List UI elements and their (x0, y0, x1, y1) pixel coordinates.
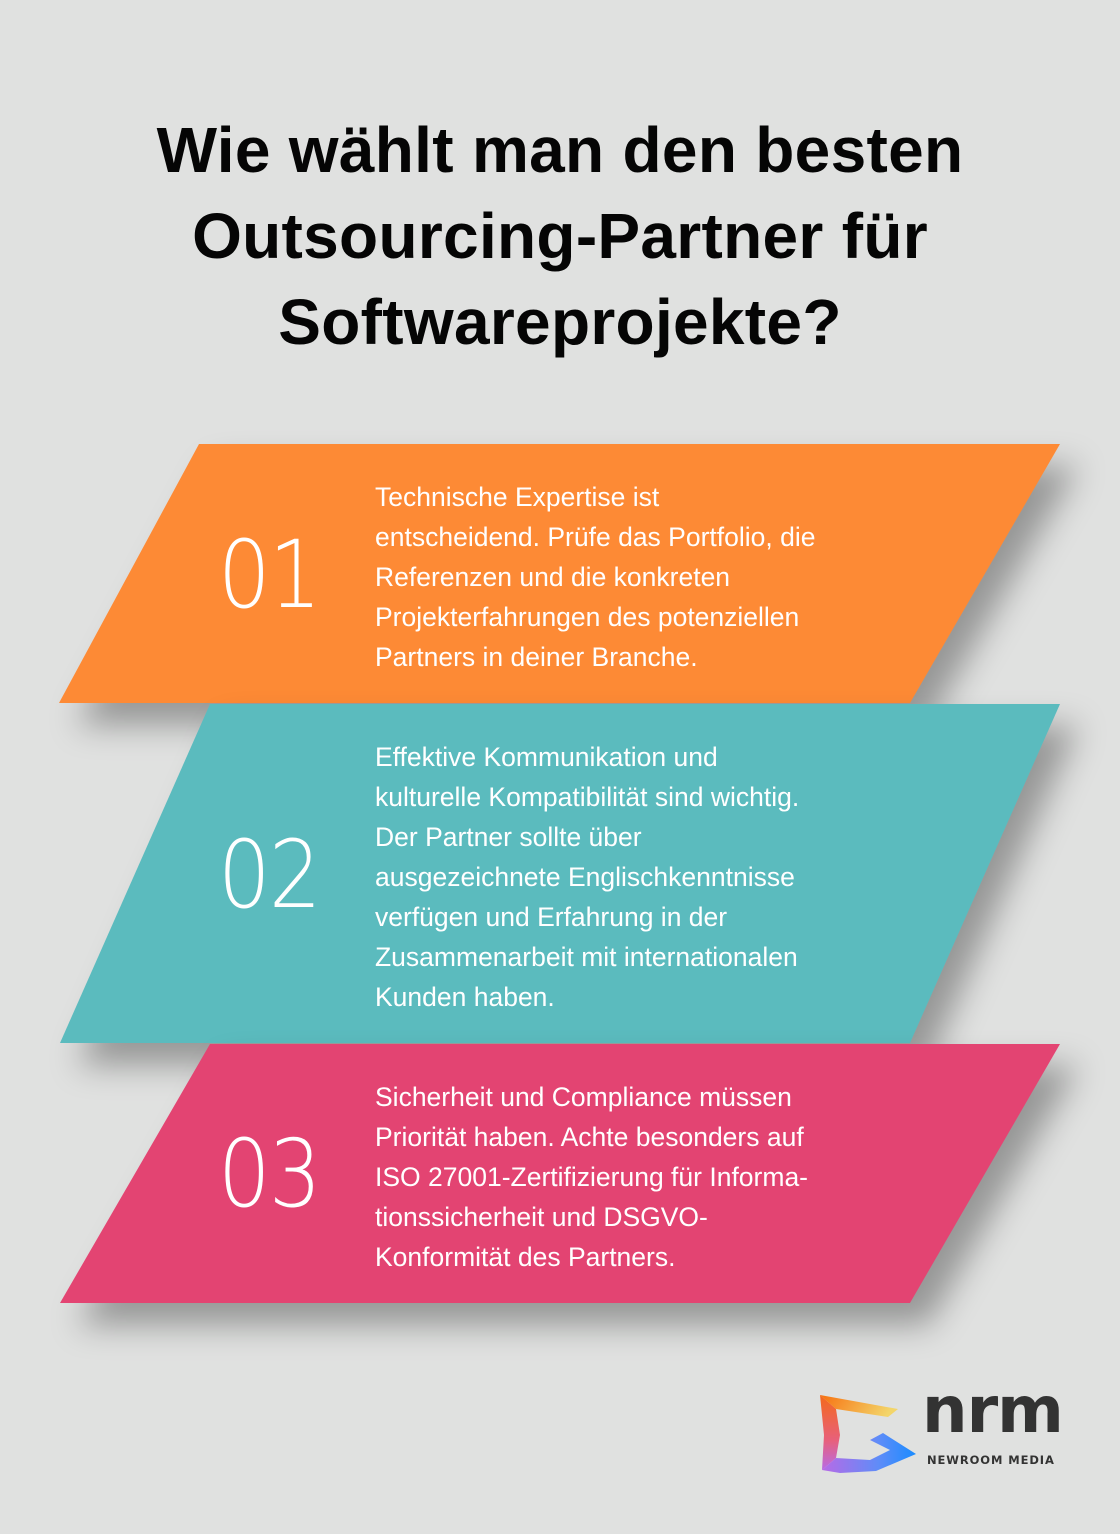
step-number: 02 (218, 821, 322, 930)
step-number: 01 (218, 521, 322, 630)
title-line-1: Wie wählt man den besten (156, 114, 964, 186)
step-description: Technische Expertise ist entscheidend. P… (375, 477, 915, 677)
description-line: Priorität haben. Achte besonders auf (375, 1122, 804, 1152)
step-description: Sicherheit und Compliance müssen Priorit… (375, 1077, 915, 1277)
card-background-shape (0, 704, 1120, 1043)
description-line: kulturelle Kompatibilität sind wichtig. (375, 782, 800, 812)
step-card-2: 02 Effektive Kommunikation und kulturell… (0, 704, 1120, 1043)
description-line: Effektive Kommunikation und (375, 742, 718, 772)
nrm-logo-mark-icon (818, 1390, 918, 1475)
step-number: 03 (218, 1120, 322, 1229)
description-line: Konformität des Partners. (375, 1242, 676, 1272)
logo-tagline: NEWROOM MEDIA (927, 1453, 1055, 1467)
description-line: Sicherheit und Compliance müssen (375, 1082, 792, 1112)
description-line: verfügen und Erfahrung in der (375, 902, 728, 932)
title-line-3: Softwareprojekte? (278, 286, 842, 358)
description-line: Partners in deiner Branche. (375, 642, 698, 672)
page-title: Wie wählt man den besten Outsourcing-Par… (0, 107, 1120, 365)
description-line: tionssicherheit und DSGVO- (375, 1202, 708, 1232)
brand-logo: nrm NEWROOM MEDIA (818, 1376, 1068, 1475)
description-line: Der Partner sollte über (375, 822, 642, 852)
step-description: Effektive Kommunikation und kulturelle K… (375, 737, 915, 1017)
title-line-2: Outsourcing-Partner für (192, 200, 928, 272)
description-line: Projekterfahrungen des potenziellen (375, 602, 800, 632)
description-line: entscheidend. Prüfe das Portfolio, die (375, 522, 816, 552)
description-line: Technische Expertise ist (375, 482, 660, 512)
description-line: ausgezeichnete Englischkenntnisse (375, 862, 795, 892)
description-line: ISO 27001-Zertifizierung für Informa- (375, 1162, 809, 1192)
logo-wordmark: nrm (922, 1374, 1064, 1448)
description-line: Referenzen und die konkreten (375, 562, 731, 592)
step-card-1: 01 Technische Expertise ist entscheidend… (0, 444, 1120, 703)
description-line: Kunden haben. (375, 982, 555, 1012)
card-background-shape (0, 444, 1120, 703)
description-line: Zusammenarbeit mit internationalen (375, 942, 798, 972)
step-card-3: 03 Sicherheit und Compliance müssen Prio… (0, 1044, 1120, 1303)
card-background-shape (0, 1044, 1120, 1303)
